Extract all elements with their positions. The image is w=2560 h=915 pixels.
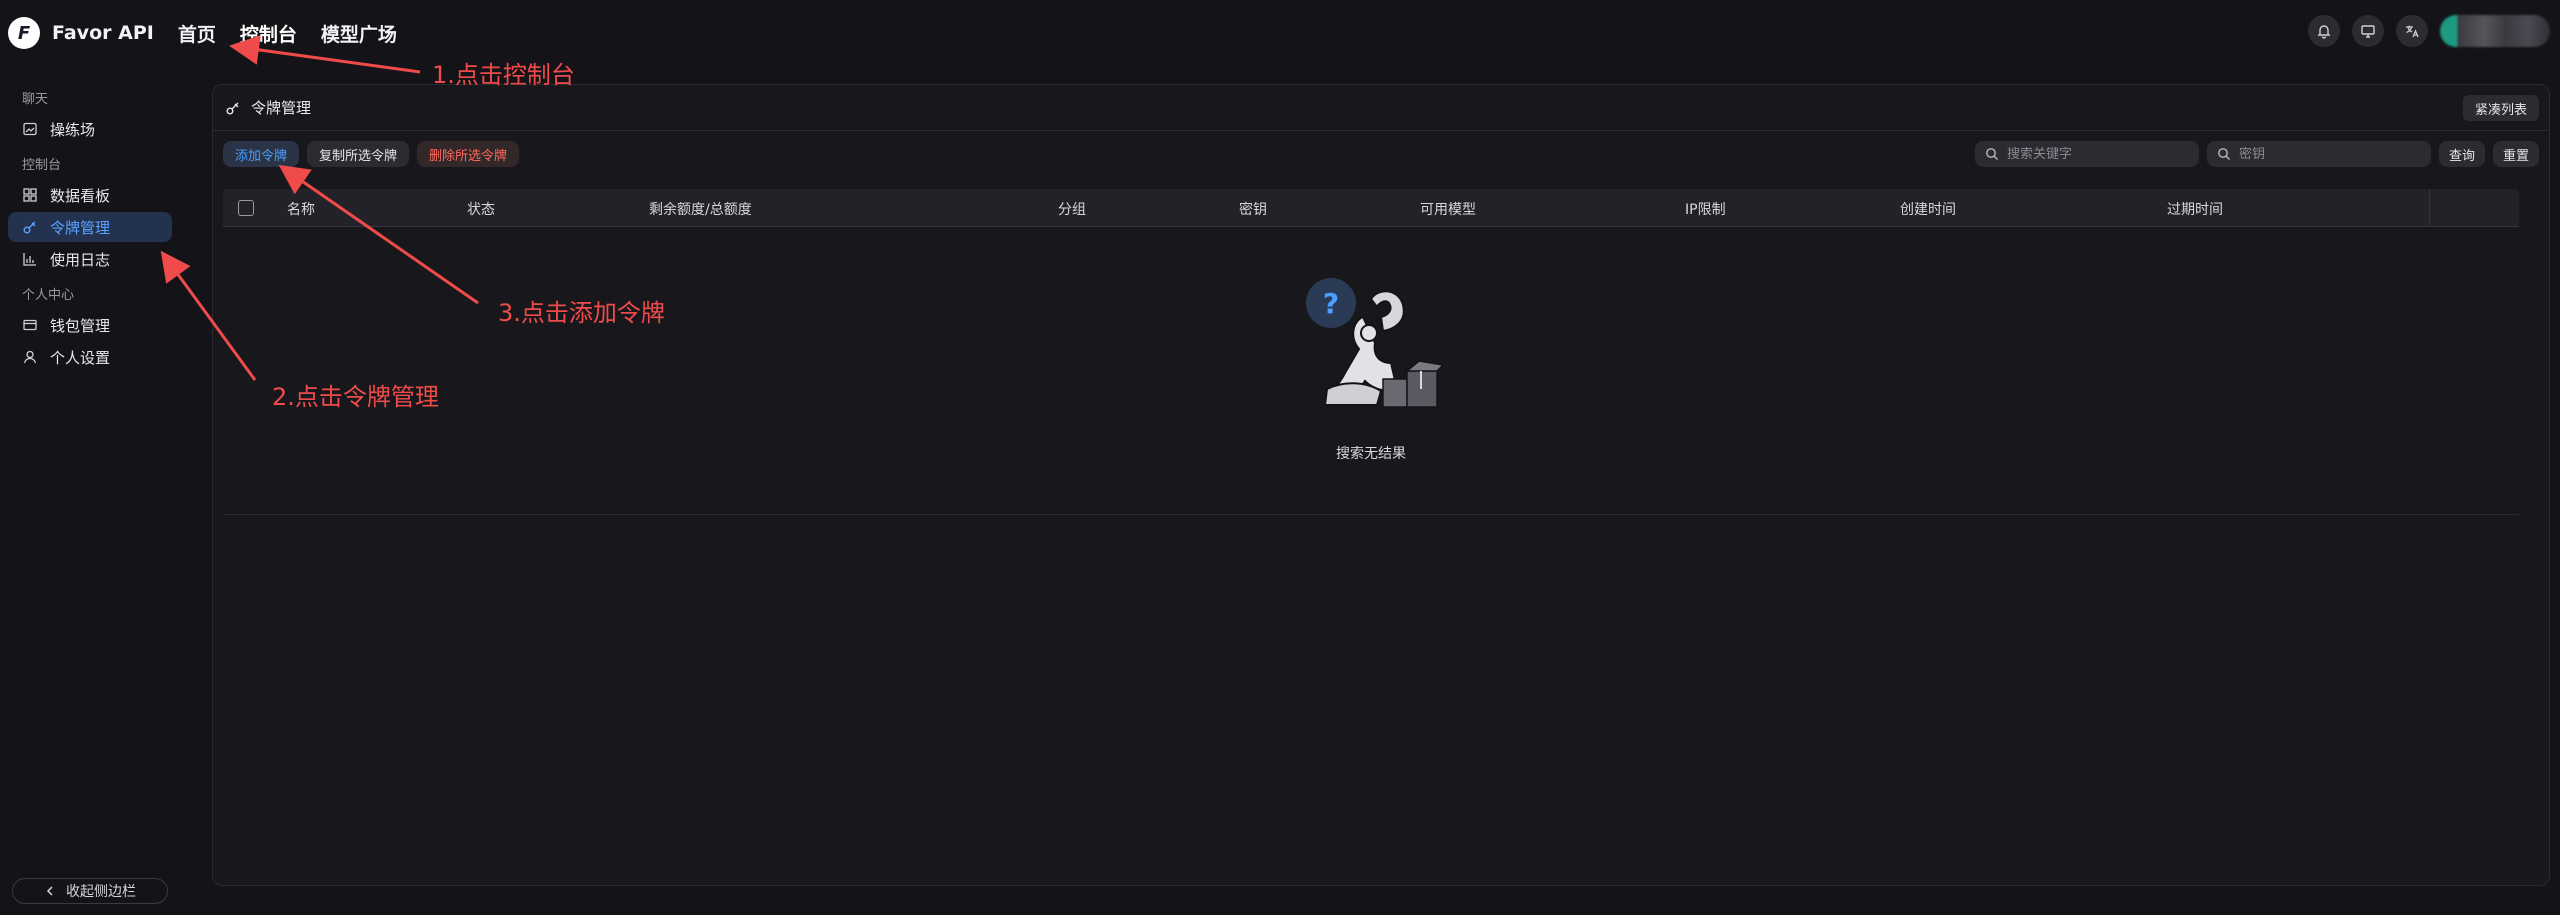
- token-management-card: 令牌管理 紧凑列表 添加令牌 复制所选令牌 删除所选令牌 查询 重置 名称 状态…: [212, 84, 2550, 886]
- sidebar-item-settings[interactable]: 个人设置: [8, 342, 172, 372]
- notification-button[interactable]: [2308, 15, 2340, 47]
- column-header-created-time[interactable]: 创建时间: [1900, 202, 1956, 218]
- annotation-step-3: 3.点击添加令牌: [498, 299, 665, 327]
- search-icon: [2218, 148, 2230, 160]
- nav-console[interactable]: 控制台: [239, 23, 297, 46]
- sidebar-item-usage-log[interactable]: 使用日志: [8, 244, 172, 274]
- sidebar-item-dashboard[interactable]: 数据看板: [8, 180, 172, 210]
- search-icon: [1986, 148, 1998, 160]
- column-header-expire-time[interactable]: 过期时间: [2167, 202, 2223, 218]
- monitor-icon: [2361, 25, 2375, 38]
- keyword-search-box[interactable]: [1974, 141, 2199, 167]
- nav-home[interactable]: 首页: [177, 23, 216, 46]
- translate-icon: [2406, 25, 2419, 38]
- playground-icon: [23, 122, 37, 136]
- add-token-button[interactable]: 添加令牌: [223, 141, 300, 167]
- delete-selected-button[interactable]: 删除所选令牌: [417, 141, 520, 167]
- token-table: 名称 状态 剩余额度/总额度 分组 密钥 可用模型 IP限制 创建时间 过期时间…: [223, 189, 2519, 515]
- column-header-quota[interactable]: 剩余额度/总额度: [649, 202, 752, 218]
- key-icon: [23, 221, 36, 234]
- bell-icon: [2317, 25, 2331, 39]
- sidebar-group-personal: 个人中心: [22, 288, 75, 303]
- annotation-step-2: 2.点击令牌管理: [272, 383, 439, 411]
- compact-list-button[interactable]: 紧凑列表: [2462, 95, 2539, 121]
- copy-selected-button[interactable]: 复制所选令牌: [307, 141, 410, 167]
- sidebar-group-chat: 聊天: [22, 92, 49, 107]
- user-icon: [23, 350, 37, 364]
- chevron-left-icon: [46, 886, 53, 896]
- key-search-input[interactable]: [2238, 146, 2419, 162]
- sidebar-item-label: 操练场: [50, 120, 96, 139]
- sidebar-item-playground[interactable]: 操练场: [8, 114, 172, 144]
- collapse-sidebar-button[interactable]: 收起侧边栏: [12, 878, 168, 904]
- annotation-step-1: 1.点击控制台: [432, 61, 575, 89]
- top-nav: 首页 控制台 模型广场: [178, 20, 421, 47]
- sidebar-item-wallet[interactable]: 钱包管理: [8, 310, 172, 340]
- logo-icon: F: [8, 17, 40, 49]
- top-bar: F Favor API 首页 控制台 模型广场: [0, 0, 2560, 66]
- user-avatar[interactable]: [2440, 15, 2550, 47]
- sidebar: 聊天 操练场 控制台 数据看板 令牌管理 使用日志 个人中心 钱包管理 个人设置…: [0, 66, 190, 915]
- header-actions: [2296, 15, 2550, 47]
- column-header-group[interactable]: 分组: [1058, 202, 1086, 218]
- column-header-models[interactable]: 可用模型: [1420, 202, 1476, 218]
- reset-button[interactable]: 重置: [2492, 141, 2539, 167]
- table-header: 名称 状态 剩余额度/总额度 分组 密钥 可用模型 IP限制 创建时间 过期时间: [223, 189, 2519, 227]
- sidebar-item-token-management[interactable]: 令牌管理: [8, 212, 172, 242]
- wallet-icon: [23, 319, 37, 331]
- query-button[interactable]: 查询: [2438, 141, 2485, 167]
- theme-button[interactable]: [2352, 15, 2384, 47]
- svg-text:?: ?: [1323, 287, 1339, 320]
- sidebar-item-label: 个人设置: [50, 348, 111, 367]
- sidebar-item-label: 使用日志: [50, 250, 111, 269]
- sidebar-group-console: 控制台: [22, 158, 62, 173]
- empty-state-text: 搜索无结果: [1336, 446, 1406, 462]
- column-header-ip-limit[interactable]: IP限制: [1685, 202, 1726, 218]
- search-area: 查询 重置: [1974, 141, 2547, 167]
- column-header-key[interactable]: 密钥: [1239, 202, 1267, 218]
- sidebar-item-label: 令牌管理: [50, 218, 111, 237]
- column-header-name[interactable]: 名称: [287, 202, 315, 218]
- select-all-checkbox[interactable]: [238, 200, 254, 216]
- logo-area[interactable]: F Favor API: [8, 17, 154, 49]
- nav-model-square[interactable]: 模型广场: [320, 23, 397, 46]
- chart-icon: [23, 253, 36, 266]
- key-search-box[interactable]: [2206, 141, 2431, 167]
- brand-name: Favor API: [52, 22, 154, 44]
- key-icon: [226, 102, 239, 114]
- sidebar-item-label: 钱包管理: [50, 316, 111, 335]
- toolbar: 添加令牌 复制所选令牌 删除所选令牌 查询 重置: [213, 131, 2549, 177]
- column-header-status[interactable]: 状态: [467, 202, 495, 218]
- dashboard-icon: [23, 188, 37, 202]
- language-button[interactable]: [2396, 15, 2428, 47]
- collapse-sidebar-label: 收起侧边栏: [66, 884, 136, 900]
- column-divider: [2429, 189, 2430, 227]
- empty-illustration-icon: ?: [1306, 278, 1445, 408]
- sidebar-item-label: 数据看板: [50, 186, 111, 205]
- card-header: 令牌管理 紧凑列表: [213, 85, 2549, 131]
- keyword-search-input[interactable]: [2006, 146, 2187, 162]
- page-title: 令牌管理: [251, 99, 312, 117]
- empty-state: ? 搜索无结果: [223, 227, 2519, 515]
